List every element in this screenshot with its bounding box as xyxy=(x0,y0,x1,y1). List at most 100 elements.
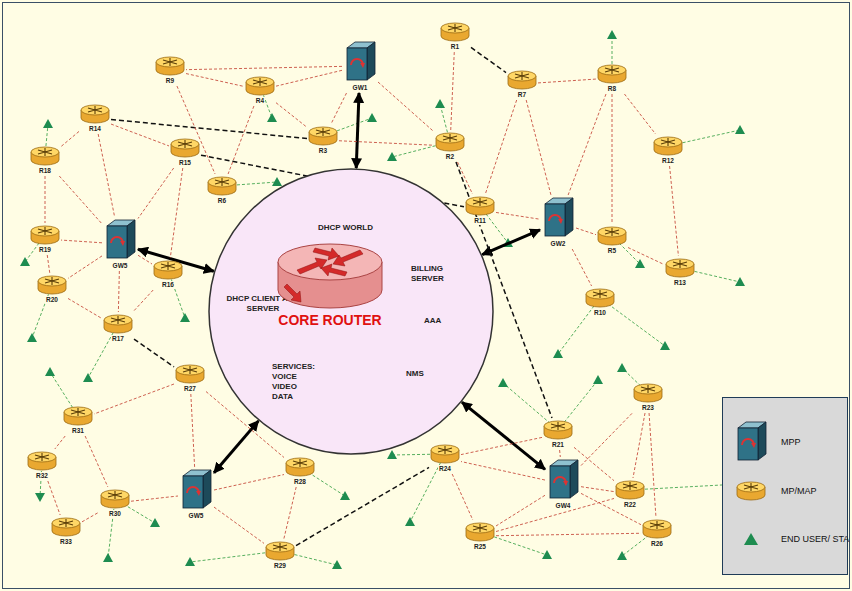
end-user-station xyxy=(45,367,55,376)
router-arrows xyxy=(316,128,330,136)
node-label: R4 xyxy=(255,97,265,105)
gateway-swirl-head xyxy=(563,481,568,486)
mesh-router: R16 xyxy=(153,259,183,289)
mesh-router: R33 xyxy=(51,516,81,546)
router-top xyxy=(101,490,129,500)
service-label: BILLING SERVER xyxy=(411,264,444,284)
mesh-link xyxy=(98,134,114,217)
long-mesh-link xyxy=(111,120,307,139)
mesh-link xyxy=(284,487,296,539)
mesh-link xyxy=(538,79,596,83)
mesh-router: R7 xyxy=(507,69,537,99)
gateway-front xyxy=(545,204,565,236)
mesh-link xyxy=(111,124,169,146)
router-top xyxy=(81,105,109,115)
router-arrows xyxy=(473,198,487,206)
mesh-link xyxy=(276,70,342,86)
router-top xyxy=(28,452,56,462)
router-arrows xyxy=(163,58,177,66)
end-user-station xyxy=(150,518,160,527)
router-icon xyxy=(585,287,615,309)
router-icon xyxy=(30,224,60,246)
node-label: GW4 xyxy=(555,502,572,510)
legend-label: END USER/ STA xyxy=(781,534,849,544)
end-user-station xyxy=(272,177,282,186)
mesh-router: R3 xyxy=(308,125,338,155)
node-label: R5 xyxy=(607,247,617,255)
mesh-link xyxy=(576,228,596,235)
router-icon xyxy=(175,363,205,385)
mesh-router: R15 xyxy=(170,137,200,167)
node-label: R2 xyxy=(445,153,455,161)
router-icon xyxy=(285,456,315,478)
node-label: R25 xyxy=(473,543,487,551)
node-label: R22 xyxy=(623,501,637,509)
router-top xyxy=(441,23,469,33)
long-mesh-link xyxy=(471,47,506,72)
end-user-station xyxy=(617,551,627,560)
gateway-side xyxy=(758,422,766,460)
router-top xyxy=(154,261,182,271)
node-label: R18 xyxy=(38,167,52,175)
mesh-link xyxy=(82,512,99,522)
node-label: R21 xyxy=(551,441,565,449)
mesh-link xyxy=(68,298,102,318)
end-user-station xyxy=(405,517,415,526)
router-icon xyxy=(736,480,766,502)
core-title: CORE ROUTER xyxy=(278,312,381,328)
router-arrows xyxy=(38,148,52,156)
router-top xyxy=(208,177,236,187)
mesh-link xyxy=(47,255,50,273)
mesh-link xyxy=(68,256,102,279)
router-icon xyxy=(100,488,130,510)
gateway-side xyxy=(203,470,211,508)
router-arrows xyxy=(35,453,49,461)
node-label: R10 xyxy=(593,309,607,317)
node-label: GW1 xyxy=(352,84,369,92)
mesh-link xyxy=(177,86,215,174)
router-icon xyxy=(465,521,495,543)
mesh-router: R10 xyxy=(585,287,615,317)
router-icon xyxy=(642,518,672,540)
router-arrows xyxy=(111,316,125,324)
core-arrow xyxy=(313,248,339,260)
node-label: R30 xyxy=(108,510,122,518)
end-user-station xyxy=(103,553,113,562)
mesh-router: R27 xyxy=(175,363,205,393)
mesh-link xyxy=(496,212,540,219)
node-label: GW5 xyxy=(112,262,129,270)
node-label: R31 xyxy=(71,427,85,435)
mesh-router: R4 xyxy=(245,75,275,105)
legend-box: MPPMP/MAPEND USER/ STA xyxy=(722,397,848,575)
gateway-swirl-head xyxy=(751,443,756,448)
router-icon xyxy=(245,75,275,97)
node-label: R23 xyxy=(641,404,655,412)
legend-label: MPP xyxy=(781,437,801,447)
router-top xyxy=(634,384,662,394)
end-user-station xyxy=(635,259,645,268)
node-label: R3 xyxy=(318,147,328,155)
router-icon xyxy=(80,103,110,125)
mesh-router: R25 xyxy=(465,521,495,551)
mesh-router: R9 xyxy=(155,55,185,85)
legend-sample xyxy=(733,532,769,546)
router-arrows xyxy=(59,519,73,527)
router-arrows xyxy=(593,290,607,298)
end-user-station xyxy=(267,113,277,122)
node-label: R32 xyxy=(35,472,49,480)
gateway-side xyxy=(570,460,578,498)
router-icon xyxy=(265,540,295,562)
mesh-link xyxy=(61,131,79,146)
mesh-link xyxy=(572,249,591,286)
router-icon xyxy=(103,313,133,335)
router-icon xyxy=(465,195,495,217)
legend-row: MPP xyxy=(733,420,801,464)
mesh-link xyxy=(568,94,606,195)
node-label: R24 xyxy=(438,465,452,473)
end-user-station xyxy=(35,493,45,502)
mesh-link xyxy=(451,52,455,130)
mesh-link xyxy=(55,436,65,449)
mesh-link xyxy=(628,248,664,265)
end-user-station xyxy=(43,119,53,128)
